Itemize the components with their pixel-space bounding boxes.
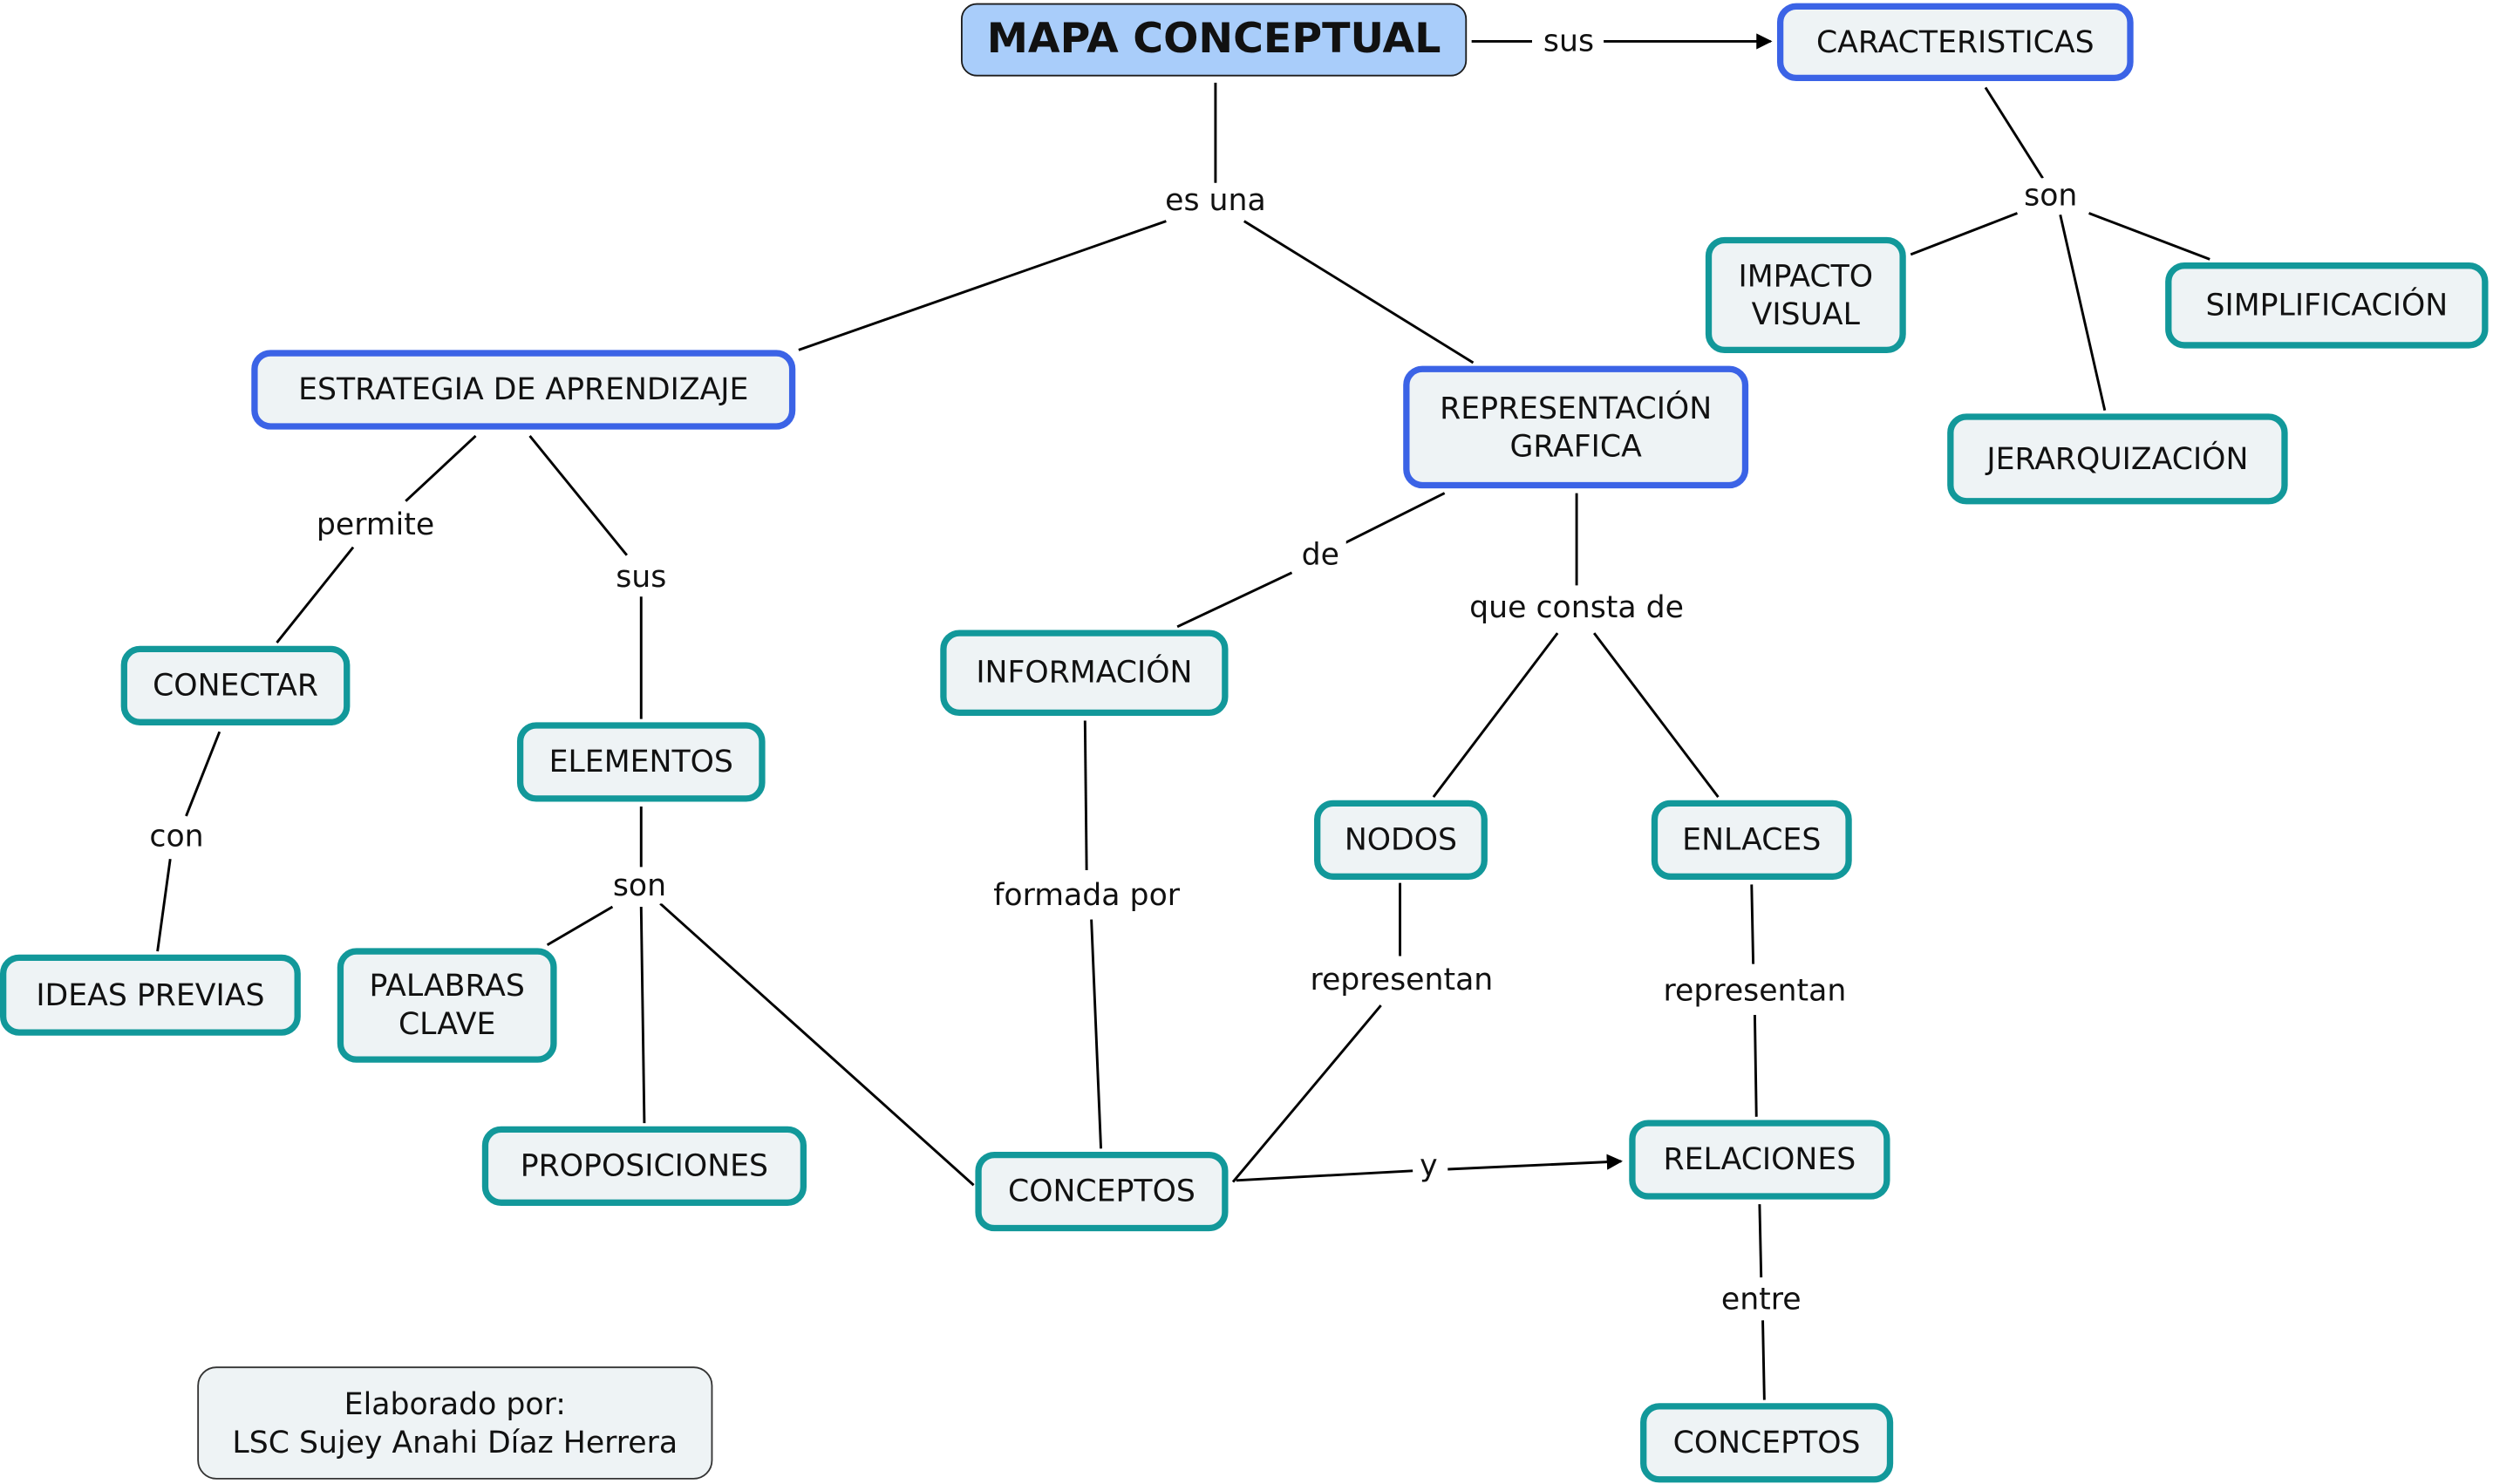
label-formada-por: formada por <box>986 878 1187 914</box>
link-son-simplificacion <box>2088 212 2210 261</box>
node-jerarquizacion[interactable]: JERARQUIZACIÓN <box>1947 413 2288 505</box>
label-son-top: son <box>2017 178 2084 214</box>
link-estrategia-permite <box>405 434 477 502</box>
link-es-una-representacion <box>1243 220 1475 364</box>
link-enlaces-representan <box>1750 884 1755 964</box>
label-entre: entre <box>1714 1282 1808 1317</box>
node-impacto-visual[interactable]: IMPACTO VISUAL <box>1705 236 1906 354</box>
link-informacion-formada <box>1083 720 1088 871</box>
link-formada-conceptos <box>1090 919 1103 1149</box>
node-nodos[interactable]: NODOS <box>1314 800 1488 880</box>
label-permite: permite <box>310 507 441 543</box>
label-es-una: es una <box>1158 182 1273 218</box>
link-representan-conceptos <box>1231 1004 1382 1183</box>
link-y-relaciones <box>1447 1154 1623 1171</box>
link-son-jerarquizacion <box>2059 214 2107 412</box>
node-palabras-clave[interactable]: PALABRAS CLAVE <box>337 948 557 1063</box>
link-son-impacto <box>1910 212 2018 256</box>
node-elementos[interactable]: ELEMENTOS <box>516 722 766 802</box>
node-representacion-grafica[interactable]: REPRESENTACIÓN GRAFICA <box>1403 365 1749 489</box>
node-informacion[interactable]: INFORMACIÓN <box>940 630 1229 717</box>
node-conectar[interactable]: CONECTAR <box>120 645 351 725</box>
link-de-informacion <box>1176 571 1293 629</box>
link-permite-conectar <box>276 546 355 644</box>
link-estrategia-sus <box>528 434 628 556</box>
link-con-ideas <box>156 859 172 952</box>
credit-box: Elaborado por: LSC Sujey Anahi Díaz Herr… <box>197 1366 713 1480</box>
node-mapa-conceptual[interactable]: MAPA CONCEPTUAL <box>960 3 1468 77</box>
link-que-consta-nodos <box>1432 632 1559 798</box>
label-de: de <box>1295 537 1346 573</box>
node-conceptos-1[interactable]: CONCEPTOS <box>975 1151 1229 1232</box>
link-representacion-de <box>1338 492 1446 548</box>
node-conceptos-2[interactable]: CONCEPTOS <box>1640 1403 1894 1483</box>
label-sus-left: sus <box>609 560 673 596</box>
link-relaciones-entre <box>1758 1204 1763 1278</box>
label-representan-1: representan <box>1304 962 1500 997</box>
node-relaciones[interactable]: RELACIONES <box>1629 1120 1890 1200</box>
label-que-consta-de: que consta de <box>1462 589 1691 626</box>
link-son-proposiciones <box>639 906 646 1124</box>
link-entre-conceptos <box>1761 1320 1766 1400</box>
link-caracteristicas-son <box>1984 86 2044 180</box>
node-enlaces[interactable]: ENLACES <box>1651 800 1852 880</box>
link-conectar-con <box>185 731 221 817</box>
label-sus-top: sus <box>1536 24 1601 59</box>
label-con: con <box>143 819 210 854</box>
link-conceptos-y <box>1236 1169 1413 1182</box>
link-son-conceptos <box>659 902 975 1187</box>
label-y: y <box>1413 1148 1444 1184</box>
node-simplificacion[interactable]: SIMPLIFICACIÓN <box>2165 262 2489 349</box>
label-representan-2: representan <box>1657 973 1853 1009</box>
node-caracteristicas[interactable]: CARACTERISTICAS <box>1776 3 2134 82</box>
label-son-left: son <box>606 868 673 904</box>
link-es-una-estrategia <box>798 220 1167 351</box>
node-estrategia-aprendizaje[interactable]: ESTRATEGIA DE APRENDIZAJE <box>251 350 796 430</box>
link-que-consta-enlaces <box>1592 632 1720 798</box>
link-representan-relaciones <box>1753 1015 1758 1117</box>
link-son-palabras <box>546 905 614 947</box>
node-proposiciones[interactable]: PROPOSICIONES <box>481 1126 807 1206</box>
node-ideas-previas[interactable]: IDEAS PREVIAS <box>0 954 301 1036</box>
